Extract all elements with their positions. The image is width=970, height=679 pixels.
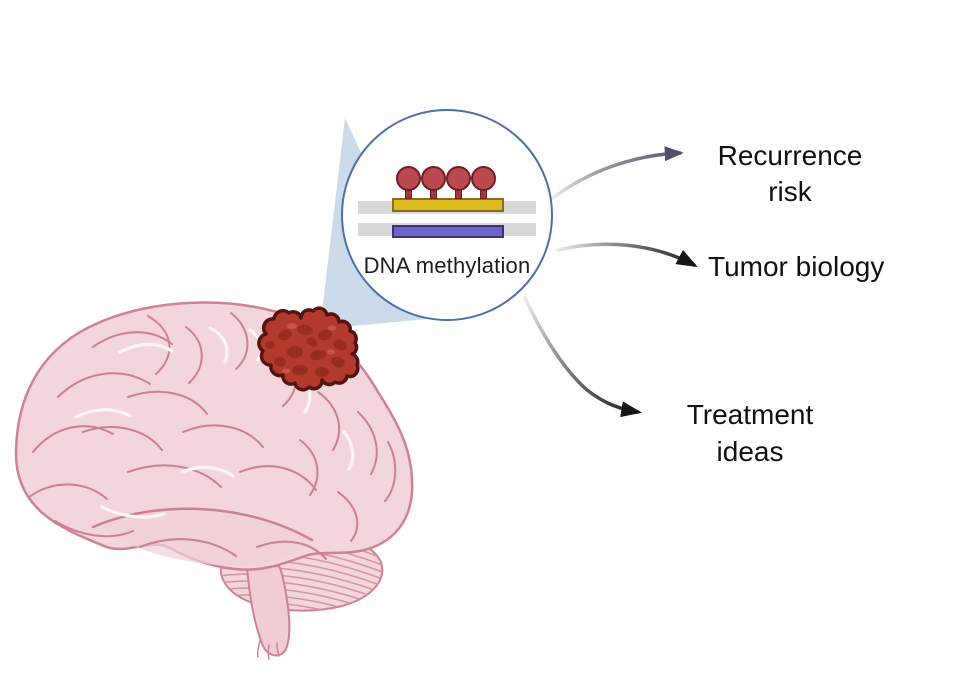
gyri-highlights [74, 326, 355, 519]
outcome-arrows [523, 146, 698, 418]
tumor-highlights [282, 323, 336, 374]
methyl-head [421, 166, 446, 191]
methyl-group-icon [421, 166, 446, 200]
arrow-tumor-biology [556, 242, 698, 267]
label-recurrence-risk: Recurrence risk [680, 138, 900, 210]
methyl-group-icon [396, 166, 421, 200]
methylated-region-bar [392, 198, 504, 212]
tumor-texture [265, 324, 347, 378]
arrow-recurrence-risk [551, 146, 684, 200]
brainstem [245, 564, 291, 660]
methyl-group-icon [446, 166, 471, 200]
label-treatment-ideas: Treatment ideas [645, 396, 855, 470]
methyl-head [471, 166, 496, 191]
magnifier-label: DNA methylation [363, 253, 531, 278]
label-line: ideas [716, 436, 784, 467]
unmethylated-region-bar [392, 225, 504, 238]
label-line: risk [768, 176, 812, 207]
label-line: Treatment [686, 399, 814, 430]
magnifier-circle: DNA methylation [341, 109, 553, 321]
label-line: Recurrence [717, 140, 863, 171]
label-line: Tumor biology [708, 251, 885, 282]
label-tumor-biology: Tumor biology [708, 250, 970, 284]
methyl-head [396, 166, 421, 191]
methyl-head [446, 166, 471, 191]
arrow-treatment-ideas [523, 296, 643, 418]
methyl-group-icon [471, 166, 496, 200]
tumor [257, 306, 360, 392]
brain-illustration [14, 301, 414, 660]
